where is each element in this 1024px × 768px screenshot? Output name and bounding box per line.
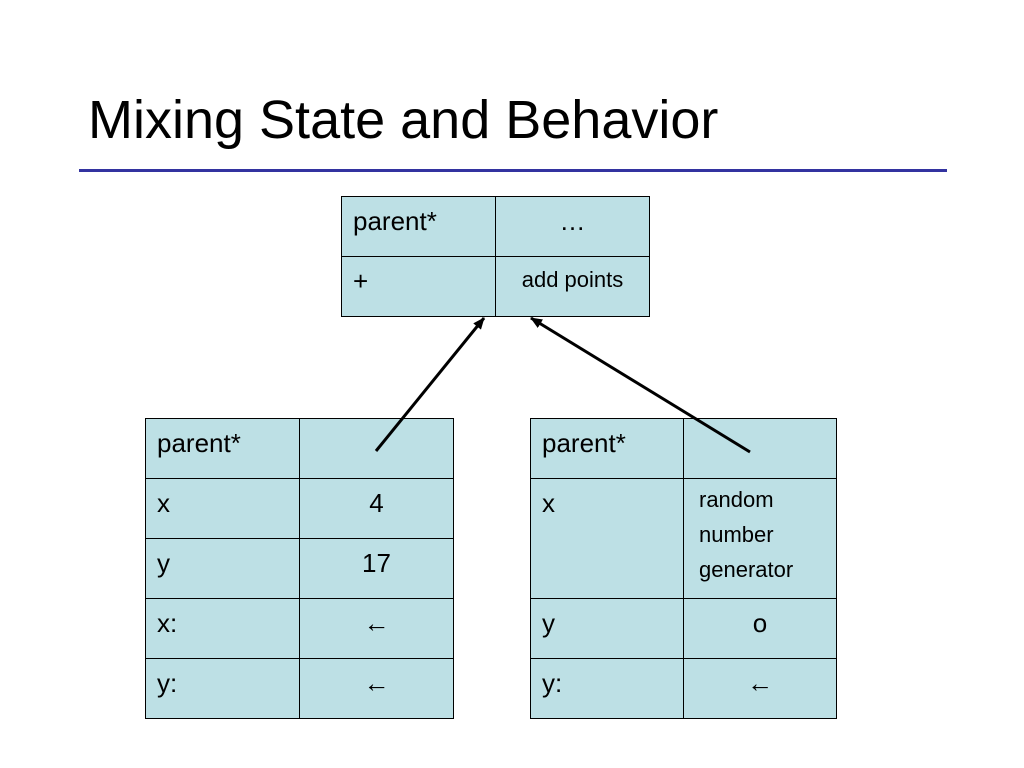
slot-name-cell: x: bbox=[145, 598, 300, 659]
title-underline-bar bbox=[79, 169, 947, 172]
slot-name-cell: y bbox=[530, 598, 684, 659]
slot-value-cell: 17 bbox=[299, 538, 454, 599]
title-underline bbox=[79, 169, 947, 172]
slot-value-cell: ← bbox=[299, 598, 454, 659]
parent-object: parent* … + add points bbox=[341, 196, 650, 317]
slide-title: Mixing State and Behavior bbox=[88, 90, 719, 150]
slot-name-cell: + bbox=[341, 256, 496, 317]
slot-name-cell: y: bbox=[145, 658, 300, 719]
slot-value-cell: ← bbox=[299, 658, 454, 719]
slot-name-cell: x bbox=[145, 478, 300, 539]
left-object-row: y 17 bbox=[145, 538, 454, 599]
slot-name-cell: y: bbox=[530, 658, 684, 719]
slot-value-cell: o bbox=[683, 598, 837, 659]
slot-value-cell: add points bbox=[495, 256, 650, 317]
slot-name-cell: y bbox=[145, 538, 300, 599]
value-line: random bbox=[699, 487, 774, 512]
left-object: parent* x 4 y 17 x: ← y: ← bbox=[145, 418, 454, 719]
right-object-row: x random number generator bbox=[530, 478, 837, 599]
right-object-row: y o bbox=[530, 598, 837, 659]
parent-object-row: + add points bbox=[341, 256, 650, 317]
slot-value-cell: random number generator bbox=[683, 478, 837, 599]
left-parent-arrow bbox=[374, 317, 486, 452]
right-parent-arrow bbox=[530, 316, 751, 454]
right-object-row: y: ← bbox=[530, 658, 837, 719]
slot-name-cell: parent* bbox=[145, 418, 300, 479]
left-object-row: y: ← bbox=[145, 658, 454, 719]
parent-object-row: parent* … bbox=[341, 196, 650, 257]
slot-value-cell: 4 bbox=[299, 478, 454, 539]
slot-value-cell: ← bbox=[683, 658, 837, 719]
value-line: generator bbox=[699, 557, 794, 582]
right-object: parent* x random number generator y o y:… bbox=[530, 418, 837, 719]
value-line: number bbox=[699, 522, 774, 547]
slot-name-cell: x bbox=[530, 478, 684, 599]
slot-value-cell bbox=[683, 418, 837, 479]
slot-name-cell: parent* bbox=[341, 196, 496, 257]
left-object-row: x 4 bbox=[145, 478, 454, 539]
left-object-row: x: ← bbox=[145, 598, 454, 659]
